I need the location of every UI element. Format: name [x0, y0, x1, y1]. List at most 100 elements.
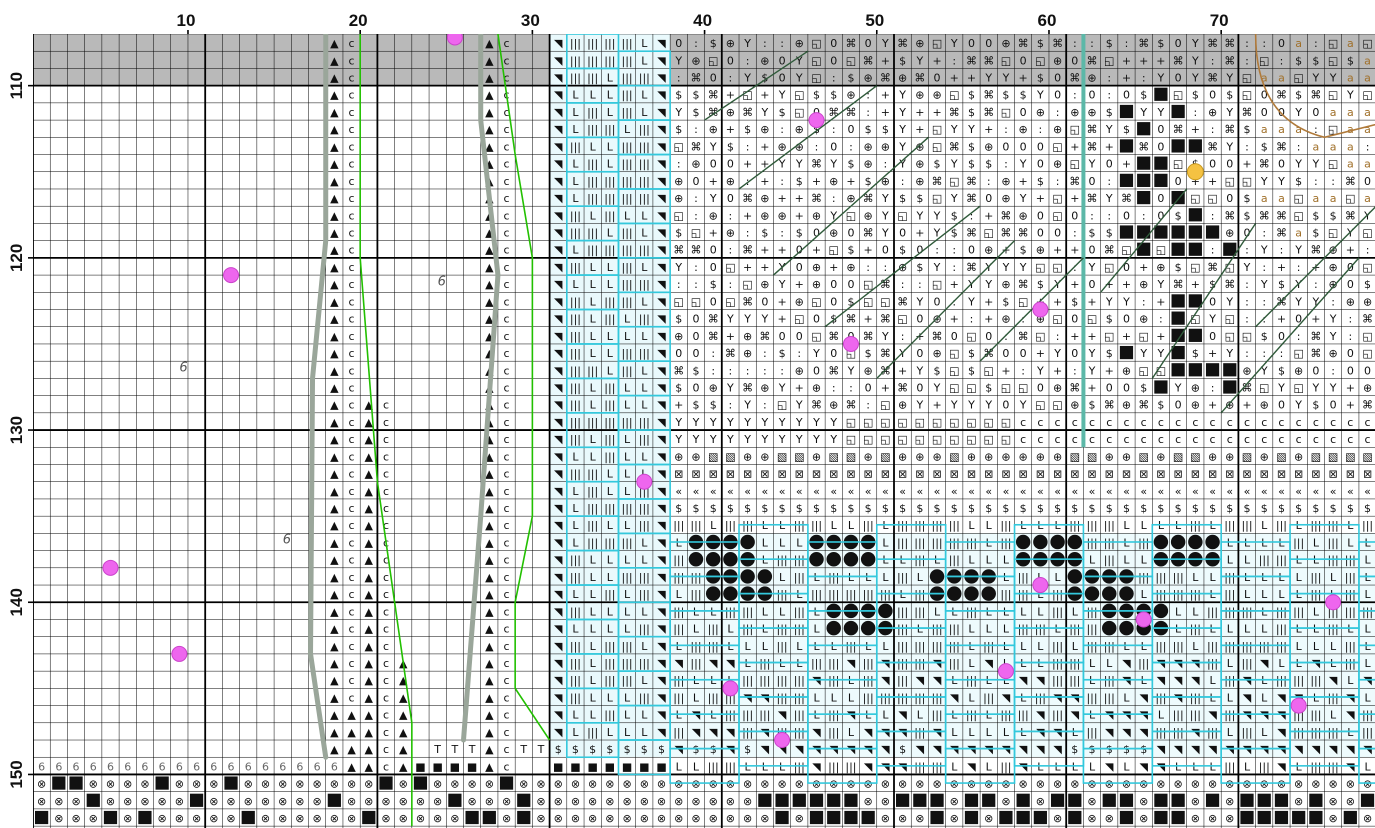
stitch-symbol: Y: [847, 364, 855, 377]
stitch-symbol: |||: [1310, 571, 1321, 584]
stitch-symbol: c: [1278, 433, 1284, 446]
stitch-symbol: ◥: [864, 726, 873, 739]
stitch-symbol: L: [1347, 623, 1354, 636]
stitch-symbol: ⊕: [881, 175, 890, 188]
stitch-symbol: L: [1278, 657, 1285, 670]
stitch-symbol: |||: [622, 261, 633, 274]
stitch-symbol: |||: [622, 140, 633, 153]
stitch-dot: [947, 586, 961, 600]
stitch-symbol: 0: [830, 37, 837, 50]
stitch-symbol: $: [1106, 502, 1113, 515]
stitch-symbol: ◥: [1312, 743, 1321, 756]
stitch-symbol: L: [1123, 640, 1130, 653]
stitch-symbol: c: [504, 691, 510, 704]
stitch-symbol: $: [1192, 347, 1199, 360]
stitch-symbol: 0: [1364, 175, 1371, 188]
stitch-symbol: ⊗: [123, 812, 132, 825]
stitch-symbol: ▲: [330, 519, 339, 532]
stitch-symbol: c: [504, 209, 510, 222]
stitch-symbol: Y: [1019, 192, 1027, 205]
stitch-symbol: ◱: [863, 433, 873, 446]
stitch-symbol: ◥: [657, 554, 666, 567]
stitch-symbol: ⊕: [760, 192, 769, 205]
stitch-symbol: ⊠: [864, 468, 873, 481]
stitch-symbol: c: [1055, 416, 1061, 429]
stitch-symbol: Y: [984, 399, 992, 412]
stitch-symbol: |||: [828, 726, 839, 739]
stitch-symbol: ⊠: [881, 468, 890, 481]
stitch-symbol: ◱: [1345, 192, 1355, 205]
stitch-symbol: Y: [795, 158, 803, 171]
stitch-symbol: c: [383, 485, 389, 498]
stitch-symbol: ▧: [846, 450, 856, 463]
stitch-block: [1189, 329, 1202, 342]
stitch-symbol: L: [1261, 691, 1268, 704]
stitch-symbol: |||: [1173, 640, 1184, 653]
stitch-symbol: ◱: [1293, 209, 1303, 222]
stitch-symbol: ⊠: [760, 468, 769, 481]
stitch-symbol: ◥: [1002, 743, 1011, 756]
stitch-symbol: L: [1347, 674, 1354, 687]
stitch-symbol: L: [1072, 605, 1079, 618]
stitch-symbol: L: [572, 244, 579, 257]
stitch-symbol: L: [590, 140, 597, 153]
stitch-symbol: ⊕: [1001, 313, 1010, 326]
stitch-symbol: c: [1020, 433, 1026, 446]
stitch-symbol: L: [727, 623, 734, 636]
stitch-symbol: L: [1123, 554, 1130, 567]
stitch-symbol: |||: [570, 657, 581, 670]
stitch-symbol: ⌘: [845, 399, 856, 412]
stitch-symbol: |||: [604, 313, 615, 326]
stitch-symbol: |||: [742, 726, 753, 739]
stitch-symbol: $: [1312, 399, 1319, 412]
stitch-symbol: c: [383, 691, 389, 704]
stitch-symbol: Y: [950, 123, 958, 136]
stitch-symbol: ⊠: [950, 468, 959, 481]
stitch-symbol: ◥: [657, 519, 666, 532]
stitch-symbol: L: [641, 364, 648, 377]
stitch-block: [999, 811, 1012, 824]
stitch-symbol: Y: [1174, 381, 1182, 394]
stitch-symbol: ▲: [330, 381, 339, 394]
stitch-symbol: ◱: [984, 416, 994, 429]
stitch-symbol: :: [952, 54, 956, 67]
stitch-symbol: |||: [622, 364, 633, 377]
stitch-block: [1361, 794, 1374, 807]
stitch-symbol: ⊗: [416, 812, 425, 825]
stitch-symbol: c: [383, 588, 389, 601]
stitch-symbol: L: [865, 709, 872, 722]
stitch-symbol: L: [1123, 760, 1130, 773]
stitch-symbol: |||: [604, 657, 615, 670]
stitch-symbol: Y: [709, 433, 717, 446]
stitch-symbol: ⌘: [1224, 209, 1235, 222]
stitch-symbol: |||: [604, 209, 615, 222]
stitch-symbol: 6: [141, 760, 148, 773]
stitch-symbol: L: [1089, 554, 1096, 567]
stitch-symbol: L: [590, 657, 597, 670]
stitch-symbol: Y: [1105, 295, 1113, 308]
stitch-symbol: Y: [1019, 158, 1027, 171]
stitch-symbol: ⊕: [1053, 54, 1062, 67]
stitch-symbol: ⊠: [1019, 468, 1028, 481]
stitch-symbol: L: [762, 605, 769, 618]
stitch-block: [52, 776, 65, 789]
stitch-symbol: L: [572, 709, 579, 722]
stitch-symbol: |||: [639, 123, 650, 136]
stitch-block: [982, 794, 995, 807]
stitch-symbol: |||: [1310, 709, 1321, 722]
stitch-symbol: L: [607, 347, 614, 360]
stitch-symbol: |||: [570, 140, 581, 153]
stitch-symbol: ⊕: [1156, 450, 1165, 463]
stitch-symbol: L: [1192, 760, 1199, 773]
stitch-dot: [1016, 535, 1030, 549]
stitch-symbol: L: [607, 468, 614, 481]
stitch-symbol: ⊗: [1277, 778, 1286, 791]
stitch-symbol: L: [590, 623, 597, 636]
stitch-symbol: L: [624, 726, 631, 739]
stitch-symbol: ◱: [932, 433, 942, 446]
stitch-symbol: +: [1105, 278, 1114, 291]
stitch-symbol: ⊕: [864, 450, 873, 463]
stitch-symbol: $: [1295, 502, 1302, 515]
stitch-symbol: ◥: [1294, 743, 1303, 756]
stitch-block: [1154, 380, 1167, 393]
